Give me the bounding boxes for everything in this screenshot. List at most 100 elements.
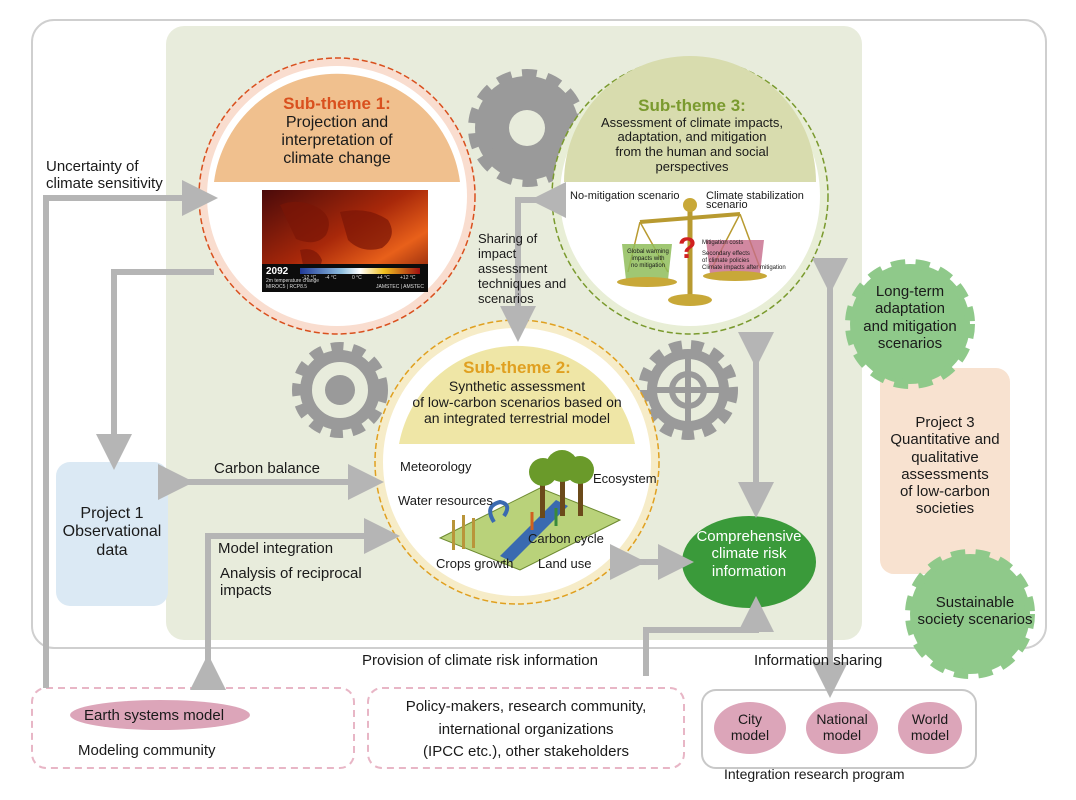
left-pan-3: no mitigation: [630, 262, 666, 269]
comprehensive-info-ellipse: [682, 516, 816, 608]
provision-label: Provision of climate risk information: [362, 652, 598, 669]
long-term-line-2: adaptation: [874, 300, 946, 318]
sub-theme-3-line-2: adaptation, and mitigation: [617, 129, 767, 145]
gear-icon: [638, 340, 738, 440]
crops-growth-label: Crops growth: [436, 556, 514, 571]
comprehensive-line-3: information: [711, 562, 787, 580]
no-mitigation-label: No-mitigation scenario: [570, 190, 680, 202]
sustainable-line-1: Sustainable: [935, 594, 1015, 611]
map-credit: JAMSTEC | AMSTEC: [376, 284, 424, 290]
gear-icon: [292, 342, 388, 438]
map-caption: 2m temperature change: [266, 278, 320, 284]
sustainable-scenarios-badge: [905, 549, 1035, 679]
information-sharing-label: Information sharing: [754, 652, 883, 669]
map-year: 2092: [266, 266, 289, 277]
land-ecosystem-illustration: [438, 450, 622, 571]
sub-theme-1-line-2: interpretation of: [281, 131, 393, 149]
sub-theme-1-line-3: climate change: [283, 150, 391, 168]
ecosystem-label: Ecosystem: [593, 471, 657, 486]
policy-line-3: (IPCC etc.), other stakeholders: [423, 743, 629, 760]
uncertainty-line-1: Uncertainty of: [46, 158, 139, 175]
stakeholders-box: [367, 687, 685, 769]
map-scale-2: -4 °C: [325, 275, 337, 281]
sub-theme-1-line-1: Projection and: [285, 113, 389, 131]
policy-line-2: international organizations: [438, 720, 614, 738]
sub-theme-2-line-1: Synthetic assessment: [448, 377, 586, 394]
map-scale-1: -12 °C: [302, 275, 317, 281]
project-3-line-1: Project 3: [915, 414, 975, 431]
carbon-balance-label: Carbon balance: [214, 460, 320, 477]
map-scale-5: +12 °C: [400, 275, 416, 281]
flow-arrows: [43, 180, 848, 698]
long-term-line-1: Long-term: [875, 283, 945, 300]
comprehensive-line-1: Comprehensive: [696, 528, 802, 545]
city-line-1: City: [737, 711, 763, 727]
city-line-2: model: [730, 727, 770, 744]
sharing-line-5: scenarios: [478, 290, 534, 306]
project-3-line-2: Quantitative and: [890, 431, 1000, 449]
national-model-ellipse: [806, 702, 878, 754]
stabilization-label-2: scenario: [706, 198, 748, 211]
left-pan-1: Global warming: [627, 249, 669, 255]
sharing-line-1: Sharing of: [478, 231, 538, 246]
map-scale-3: 0 °C: [352, 275, 362, 281]
long-term-scenarios-badge: [845, 259, 975, 389]
analysis-line-2: impacts: [220, 582, 272, 600]
world-line-1: World: [911, 711, 949, 727]
earth-systems-ellipse: [70, 700, 250, 730]
city-model-ellipse: [714, 702, 786, 754]
sustainable-line-2: society scenarios: [917, 611, 1033, 629]
balance-scale-icon: ?: [617, 198, 767, 306]
project-1-box: [56, 462, 168, 606]
project-1-line-3: data: [96, 541, 128, 559]
sub-theme-3-heading: Sub-theme 3:: [638, 96, 746, 115]
project-3-line-6: societies: [915, 500, 975, 518]
uncertainty-line-2: climate sensitivity: [46, 175, 163, 193]
sub-theme-3-line-3: from the human and social perspectives: [615, 144, 769, 175]
sharing-line-2: impact: [478, 245, 517, 261]
sharing-line-3: assessment: [478, 260, 548, 276]
long-term-line-4: scenarios: [877, 334, 943, 352]
climate-map-image: [262, 190, 428, 292]
national-line-1: National: [816, 711, 868, 727]
project-3-box: [880, 368, 1010, 574]
project-3-line-3: qualitative: [911, 448, 979, 466]
water-resources-label: Water resources: [398, 493, 493, 508]
land-use-label: Land use: [538, 556, 592, 571]
sub-theme-3-line-1: Assessment of climate impacts,: [600, 114, 784, 130]
project-3-line-5: of low-carbon: [899, 483, 991, 500]
gear-icon: [468, 69, 586, 187]
analysis-line-1: Analysis of reciprocal: [220, 565, 362, 582]
outer-frame: [31, 19, 1047, 649]
right-pan-4: Climate impacts after mitigation: [702, 264, 786, 271]
project-3-line-4: assessments: [901, 465, 989, 483]
world-line-2: model: [910, 727, 950, 744]
map-scale-4: +4 °C: [377, 275, 390, 281]
map-model: MIROC5 | RCP8.5: [266, 284, 308, 290]
sharing-line-4: techniques and: [478, 275, 567, 291]
left-pan-2: impacts with: [631, 255, 665, 262]
right-pan-1: Mitigation costs: [702, 240, 744, 246]
national-line-2: model: [822, 727, 862, 744]
stabilization-label-1: Climate stabilization: [706, 190, 804, 202]
project-1-line-2: Observational: [62, 523, 162, 541]
meteorology-label: Meteorology: [400, 459, 472, 474]
right-pan-2: Secondary effects: [702, 250, 750, 257]
carbon-cycle-label: Carbon cycle: [528, 531, 604, 546]
sub-theme-2-line-3: an integrated terrestrial model: [424, 409, 610, 426]
svg-text:?: ?: [678, 232, 696, 265]
world-model-ellipse: [898, 702, 962, 754]
long-term-line-3: and mitigation: [863, 317, 957, 335]
sub-theme-1-heading: Sub-theme 1:: [283, 94, 391, 113]
right-pan-3: of climate policies: [702, 257, 750, 264]
comprehensive-line-2: climate risk: [711, 545, 787, 563]
policy-line-1: Policy-makers, research community,: [405, 698, 647, 715]
earth-systems-label: Earth systems model: [84, 707, 225, 724]
model-integration-label: Model integration: [218, 540, 334, 557]
integration-program-label: Integration research program: [724, 766, 905, 782]
sub-theme-2-line-2: of low-carbon scenarios based on: [412, 393, 622, 410]
sub-theme-2-heading: Sub-theme 2:: [463, 358, 571, 377]
modeling-community-label: Modeling community: [78, 742, 216, 759]
project-1-line-1: Project 1: [80, 505, 144, 522]
